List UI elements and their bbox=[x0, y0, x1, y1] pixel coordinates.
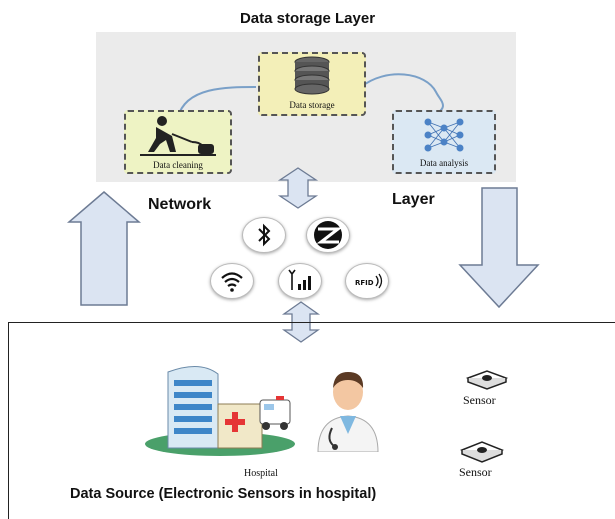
data-source-title: Data Source (Electronic Sensors in hospi… bbox=[70, 486, 377, 502]
sensor-label: Sensor bbox=[459, 465, 492, 479]
sensor-icon bbox=[459, 441, 505, 463]
hospital-illustration bbox=[145, 366, 295, 456]
layer-label: Layer bbox=[392, 191, 435, 208]
cellular-icon bbox=[278, 263, 322, 299]
storage-layer-title: Data storage Layer bbox=[239, 10, 376, 27]
storage-network-double-arrow bbox=[277, 167, 319, 209]
data-analysis-box: Data analysis bbox=[392, 110, 496, 174]
wifi-icon bbox=[210, 263, 254, 299]
upward-flow-arrow bbox=[66, 191, 142, 306]
doctor-icon bbox=[317, 372, 379, 452]
sensor-label: Sensor bbox=[463, 393, 496, 407]
rfid-icon: RFID bbox=[345, 263, 389, 299]
downward-flow-arrow bbox=[458, 187, 540, 309]
data-storage-label: Data storage bbox=[289, 100, 335, 110]
data-cleaning-label: Data cleaning bbox=[153, 160, 203, 170]
sensor-icon bbox=[465, 370, 509, 390]
hospital-label: Hospital bbox=[244, 468, 278, 479]
zigbee-icon bbox=[306, 217, 350, 253]
network-label: Network bbox=[148, 196, 212, 213]
database-icon bbox=[294, 56, 330, 95]
data-analysis-label: Data analysis bbox=[419, 158, 469, 168]
rfid-text: RFID bbox=[355, 279, 374, 287]
data-cleaning-box: Data cleaning bbox=[124, 110, 232, 174]
data-source-frame bbox=[8, 322, 615, 519]
storage-connector-curve bbox=[177, 73, 444, 118]
neural-network-icon bbox=[424, 118, 464, 152]
bluetooth-icon bbox=[242, 217, 286, 253]
storage-layer-panel: Data cleaning Data storage bbox=[96, 32, 516, 182]
data-storage-box: Data storage bbox=[258, 52, 366, 116]
cleaning-worker-icon bbox=[140, 116, 216, 156]
